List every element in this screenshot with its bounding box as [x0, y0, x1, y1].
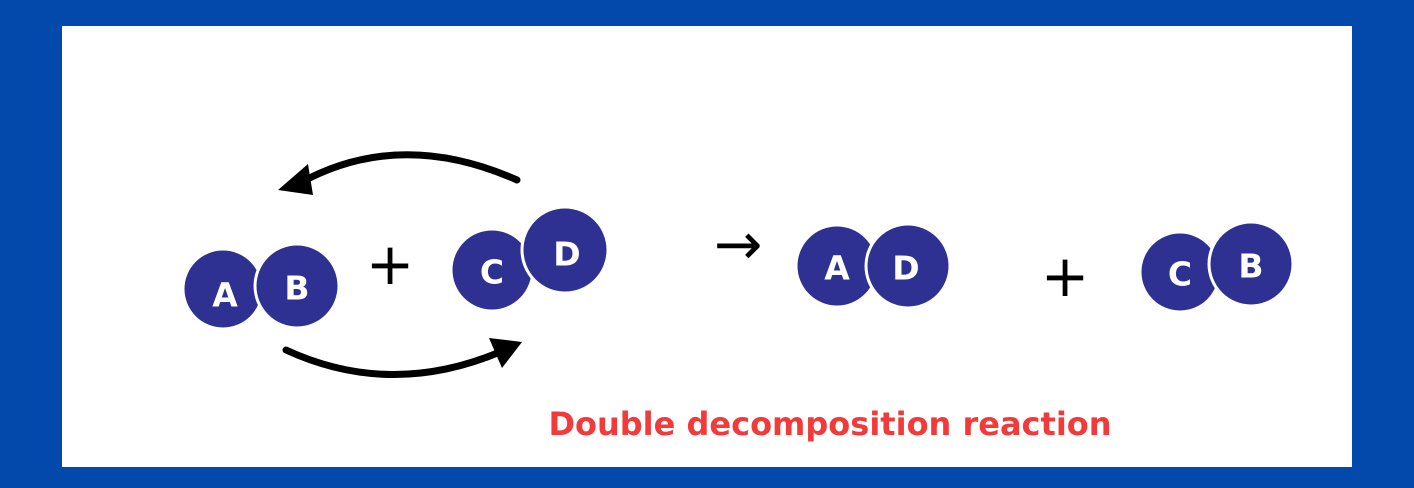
reaction-arrow: → [714, 210, 763, 278]
product-1-molecule: A D [794, 222, 952, 310]
atom-b-product: B [1207, 220, 1295, 308]
exchange-arrow-bottom [282, 338, 522, 378]
product-2-molecule: C B [1138, 220, 1295, 314]
svg-text:D: D [892, 249, 919, 288]
svg-text:C: C [1168, 255, 1192, 294]
reactant-2-molecule: C D [449, 205, 610, 313]
atom-c-product: C [1138, 230, 1222, 314]
atom-d-product: D [864, 222, 952, 310]
atom-b-reactant: B [253, 242, 341, 330]
exchange-arrow-top [278, 151, 521, 195]
diagram-caption: Double decomposition reaction [548, 405, 1112, 443]
svg-text:B: B [284, 269, 309, 308]
svg-text:D: D [553, 235, 580, 274]
svg-text:A: A [212, 276, 238, 315]
plus-operator-2: + [1041, 242, 1090, 310]
atom-a-product: A [794, 223, 880, 309]
plus-operator-1: + [366, 230, 415, 298]
reactant-1-molecule: A B [181, 242, 341, 331]
atom-c-reactant: C [449, 227, 535, 313]
svg-text:A: A [824, 249, 850, 288]
svg-text:C: C [480, 253, 504, 292]
atom-a-reactant: A [181, 247, 265, 331]
atom-d-reactant: D [520, 205, 610, 295]
diagram-panel [62, 26, 1352, 467]
svg-text:B: B [1238, 247, 1263, 286]
